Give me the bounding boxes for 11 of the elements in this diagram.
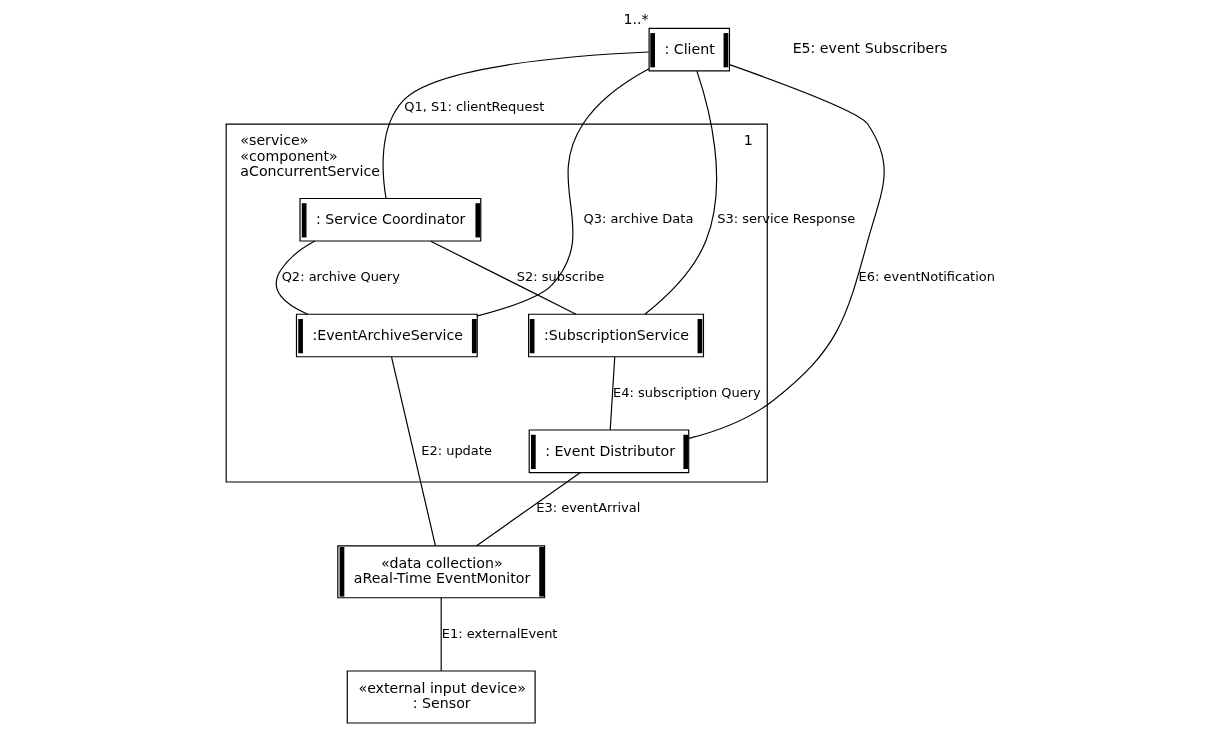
label: E5: event Subscribers	[792, 40, 948, 57]
edge-label: Q3: archive Data	[583, 211, 694, 227]
node-label: 1	[743, 132, 753, 149]
edge-label: Q2: archive Query	[281, 268, 400, 284]
edge-label: E4: subscription Query	[613, 384, 761, 400]
edge-label: E2: update	[421, 442, 492, 458]
edge-label: E3: eventArrival	[536, 500, 641, 516]
edge-label: Q1, S1: clientRequest	[404, 98, 545, 114]
edge-label: E1: externalEvent	[441, 625, 558, 641]
edge-label: E6: eventNotification	[858, 268, 995, 284]
node-label: 1..*	[623, 11, 649, 28]
